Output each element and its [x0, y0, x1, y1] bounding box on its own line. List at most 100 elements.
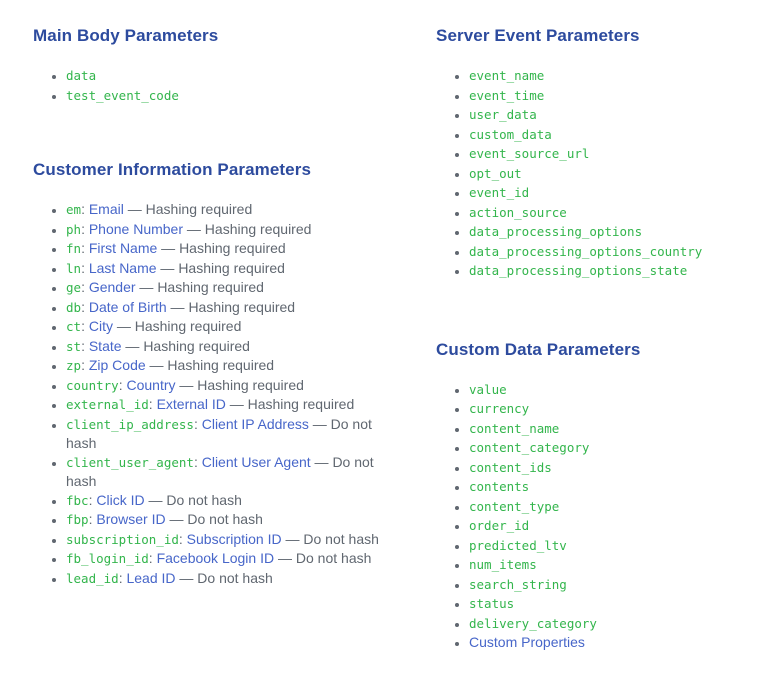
parameter-note: — Do not hash — [66, 453, 374, 490]
parameter-link[interactable]: City — [88, 318, 113, 334]
parameter-link[interactable]: Client User Agent — [201, 453, 311, 470]
list-item: ct: City — Hashing required — [66, 317, 398, 337]
parameter-link[interactable]: Date of Birth — [88, 298, 167, 315]
docs-page: Main Body Parameters datatest_event_code… — [0, 0, 763, 652]
list-item: event_source_url — [469, 144, 743, 164]
parameter-link[interactable]: Phone Number — [88, 220, 184, 237]
parameter-code: event_source_url — [469, 146, 590, 161]
parameter-note: — Hashing required — [225, 396, 355, 412]
parameter-link[interactable]: Last Name — [88, 259, 157, 276]
parameter-code: data_processing_options — [469, 224, 643, 239]
parameter-note: — Do not hash — [144, 491, 242, 508]
parameter-link[interactable]: Zip Code — [88, 357, 146, 373]
list-item: Custom Properties — [469, 633, 743, 652]
parameter-code: ct — [66, 319, 82, 334]
list-item: opt_out — [469, 164, 743, 184]
parameter-code: value — [469, 381, 507, 397]
list-item: content_type — [469, 497, 743, 517]
parameter-code: ph — [66, 221, 82, 237]
list-item: lead_id: Lead ID — Do not hash — [66, 569, 398, 589]
list-item: num_items — [469, 555, 743, 575]
parameter-note: — Do not hash — [175, 569, 273, 586]
section-heading-custom-data: Custom Data Parameters — [436, 339, 641, 359]
section-server-event-parameters: Server Event Parameters event_nameevent_… — [436, 25, 743, 281]
parameter-code: em — [66, 202, 82, 217]
parameter-note: — Do not hash — [274, 550, 372, 566]
parameter-note: — Do not hash — [66, 415, 372, 452]
parameter-code: search_string — [469, 576, 567, 592]
parameter-code: ln — [66, 260, 82, 276]
list-item: ln: Last Name — Hashing required — [66, 259, 398, 279]
section-custom-data-parameters: Custom Data Parameters value currency cont… — [436, 339, 743, 652]
parameter-link[interactable]: Facebook Login ID — [156, 550, 275, 566]
parameter-code: fbc — [66, 492, 89, 508]
parameter-code: delivery_category — [469, 615, 597, 631]
parameter-link[interactable]: Click ID — [96, 491, 145, 508]
parameter-link[interactable]: Email — [88, 201, 124, 217]
section-customer-information-parameters: Customer Information Parameters em: Emai… — [33, 159, 398, 588]
parameter-code: predicted_ltv — [469, 537, 567, 553]
parameter-code: content_category — [469, 440, 590, 455]
section-heading-customer-information: Customer Information Parameters — [33, 160, 312, 179]
parameter-code: lead_id — [66, 570, 119, 586]
parameter-code: ge — [66, 280, 82, 295]
parameter-note: — Hashing required — [156, 259, 285, 276]
parameter-note: — Hashing required — [166, 298, 296, 315]
list-item: data_processing_options — [469, 222, 743, 242]
parameter-note: — Hashing required — [175, 376, 304, 393]
parameter-code: country — [66, 377, 119, 393]
parameter-link[interactable]: First Name — [88, 240, 158, 256]
parameter-code: currency — [469, 401, 530, 416]
parameter-link[interactable]: State — [88, 337, 122, 354]
parameter-note: — Hashing required — [183, 220, 312, 237]
parameter-note: — Do not hash — [165, 511, 263, 527]
parameter-code: fb_login_id — [66, 551, 149, 566]
right-column: Server Event Parameters event_nameevent_… — [436, 25, 743, 652]
parameter-code: db — [66, 299, 82, 315]
list-item: subscription_id: Subscription ID — Do no… — [66, 530, 398, 550]
list-item: order_id — [469, 516, 743, 536]
parameter-note: — Hashing required — [135, 279, 264, 295]
parameter-code: data_processing_options_state — [469, 263, 688, 278]
parameter-code: test_event_code — [66, 87, 179, 103]
list-item: fbp: Browser ID — Do not hash — [66, 510, 398, 530]
section-heading-server-event: Server Event Parameters — [436, 26, 640, 45]
list-item: external_id: External ID — Hashing requi… — [66, 395, 398, 415]
parameter-code: zp — [66, 358, 82, 373]
parameter-list: em: Email — Hashing requiredph: Phone Nu… — [33, 200, 398, 588]
list-item: value — [469, 380, 743, 400]
parameter-note: — Do not hash — [281, 530, 379, 547]
parameter-link[interactable]: Client IP Address — [201, 415, 309, 432]
parameter-note: — Hashing required — [121, 337, 250, 354]
parameter-code: status — [469, 596, 515, 611]
parameter-link[interactable]: Lead ID — [126, 569, 176, 586]
section-main-body-parameters: Main Body Parameters datatest_event_code — [33, 25, 398, 105]
parameter-code: client_ip_address — [66, 416, 194, 432]
parameter-code: custom_data — [469, 126, 552, 142]
parameter-link[interactable]: External ID — [156, 396, 226, 412]
parameter-code: client_user_agent — [66, 454, 194, 470]
parameter-code: external_id — [66, 397, 149, 412]
list-item: st: State — Hashing required — [66, 337, 398, 357]
parameter-link[interactable]: Country — [126, 376, 176, 393]
list-item: test_event_code — [66, 86, 398, 106]
left-column: Main Body Parameters datatest_event_code… — [33, 25, 398, 652]
parameter-code: action_source — [469, 204, 567, 220]
parameter-code: user_data — [469, 107, 537, 122]
list-item: data_processing_options_state — [469, 261, 743, 281]
parameter-link[interactable]: Custom Properties — [469, 634, 585, 650]
list-item: status — [469, 594, 743, 614]
list-item: zp: Zip Code — Hashing required — [66, 356, 398, 376]
list-item: fbc: Click ID — Do not hash — [66, 491, 398, 511]
list-item: event_time — [469, 86, 743, 106]
list-item: ge: Gender — Hashing required — [66, 278, 398, 298]
list-item: delivery_category — [469, 614, 743, 634]
parameter-link[interactable]: Subscription ID — [186, 530, 282, 547]
parameter-code: content_type — [469, 498, 560, 514]
list-item: event_id — [469, 183, 743, 203]
parameter-code: st — [66, 338, 82, 354]
list-item: fn: First Name — Hashing required — [66, 239, 398, 259]
parameter-link[interactable]: Gender — [88, 279, 136, 295]
parameter-link[interactable]: Browser ID — [96, 511, 166, 527]
list-item: data_processing_options_country — [469, 242, 743, 262]
